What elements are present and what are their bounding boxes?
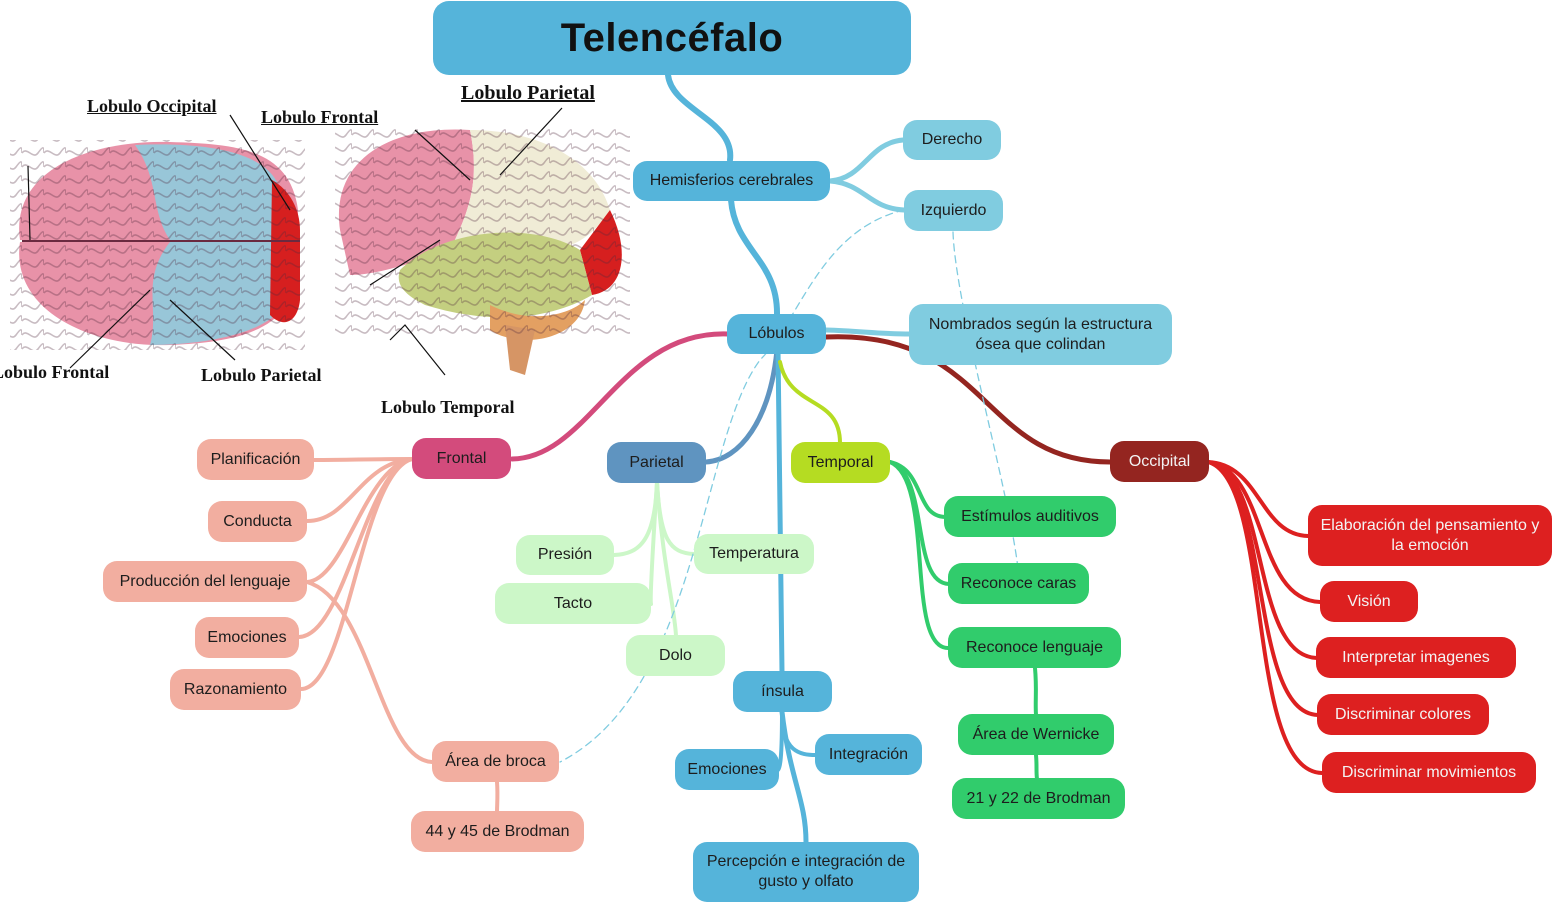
pointer-top-parietal xyxy=(169,299,236,361)
pointer-side-parietal xyxy=(499,107,563,176)
connector-frontal-lenguaje xyxy=(305,457,414,584)
node-emociones-insula[interactable]: Emociones xyxy=(675,749,779,790)
connector-parietal-dolo xyxy=(655,480,678,638)
connector-lobes-parietal xyxy=(703,347,780,465)
node-temperatura[interactable]: Temperatura xyxy=(694,534,814,574)
node-area-broca[interactable]: Área de broca xyxy=(432,741,559,782)
connector-wernicke-brodman xyxy=(1034,753,1039,781)
pointer-top-frontal-bottom xyxy=(69,289,151,369)
connector-occipital-movimientos xyxy=(1206,460,1324,775)
connector-frontal-razonamiento xyxy=(299,457,414,691)
node-lobes-note[interactable]: Nombrados según la estructura ósea que c… xyxy=(909,304,1172,365)
connector-temporal-lenguaje xyxy=(888,460,950,650)
node-produccion-lenguaje[interactable]: Producción del lenguaje xyxy=(103,561,307,602)
connector-lenguaje-wernicke xyxy=(1033,666,1038,717)
node-razonamiento[interactable]: Razonamiento xyxy=(170,669,301,710)
connector-hemispheres-lobes xyxy=(728,197,781,318)
node-occipital[interactable]: Occipital xyxy=(1110,441,1209,482)
relation-izquierdo-lenguaje xyxy=(952,231,1020,601)
brainstem xyxy=(505,325,535,375)
node-discriminar-colores[interactable]: Discriminar colores xyxy=(1317,694,1489,735)
connector-occipital-pensamiento xyxy=(1206,460,1310,538)
connector-lenguaje-broca xyxy=(305,580,434,764)
connector-frontal-conducta xyxy=(305,457,414,523)
node-tacto[interactable]: Tacto xyxy=(495,583,651,624)
pointer-side-temporal-b xyxy=(369,239,441,286)
node-area-wernicke[interactable]: Área de Wernicke xyxy=(958,714,1114,755)
brain-top-label-frontal-right: Lobulo Frontal xyxy=(261,107,379,127)
connector-title-hemispheres xyxy=(665,72,734,163)
node-izquierdo[interactable]: Izquierdo xyxy=(904,190,1003,231)
node-integracion[interactable]: Integración xyxy=(815,734,922,775)
node-emociones-frontal[interactable]: Emociones xyxy=(195,617,299,658)
node-derecho[interactable]: Derecho xyxy=(903,120,1001,160)
node-lobulos[interactable]: Lóbulos xyxy=(727,314,826,354)
node-dolo[interactable]: Dolo xyxy=(626,635,725,676)
node-interpretar-imagenes[interactable]: Interpretar imagenes xyxy=(1316,637,1516,678)
node-vision[interactable]: Visión xyxy=(1320,581,1418,622)
node-elaboracion-pensamiento[interactable]: Elaboración del pensamiento y la emoción xyxy=(1308,505,1552,566)
node-conducta[interactable]: Conducta xyxy=(208,501,307,542)
pointer-side-temporal xyxy=(389,324,446,376)
brain-top-view-illustration xyxy=(10,114,305,369)
node-insula[interactable]: ínsula xyxy=(733,671,832,712)
node-estimulos-auditivos[interactable]: Estímulos auditivos xyxy=(944,496,1116,537)
connector-lobes-frontal xyxy=(509,331,731,462)
node-discriminar-movimientos[interactable]: Discriminar movimientos xyxy=(1322,752,1536,793)
brain-side-label-parietal: Lobulo Parietal xyxy=(461,82,595,104)
node-percepcion-gusto-olfato[interactable]: Percepción e integración de gusto y olfa… xyxy=(693,842,919,902)
node-reconoce-caras[interactable]: Reconoce caras xyxy=(948,563,1089,604)
node-presion[interactable]: Presión xyxy=(516,535,614,575)
pointer-top-frontal-left xyxy=(27,165,31,241)
connector-lobes-insula xyxy=(775,347,785,675)
connector-lobes-note xyxy=(823,327,913,337)
node-reconoce-lenguaje[interactable]: Reconoce lenguaje xyxy=(948,627,1121,668)
brain-top-label-occipital: Lobulo Occipital xyxy=(87,96,217,116)
brain-side-label-temporal: Lobulo Temporal xyxy=(381,397,515,417)
connector-lobes-occipital xyxy=(823,334,1113,465)
connector-parietal-presion xyxy=(612,480,659,557)
pointer-side-frontal xyxy=(414,129,471,181)
connector-lobes-temporal xyxy=(778,360,842,445)
node-broca-brodman[interactable]: 44 y 45 de Brodman xyxy=(411,811,584,852)
brain-side-view-illustration xyxy=(335,107,630,376)
map-title[interactable]: Telencéfalo xyxy=(433,1,911,75)
connector-parietal-tacto xyxy=(648,480,659,606)
connector-insula-percepcion xyxy=(779,709,809,845)
connector-hemispheres-izquierdo xyxy=(827,178,907,213)
brain-top-label-frontal-bottom: Lobulo Frontal xyxy=(0,362,110,382)
connector-hemispheres-derecho xyxy=(827,137,906,184)
brain-top-label-parietal: Lobulo Parietal xyxy=(201,365,322,385)
node-wernicke-brodman[interactable]: 21 y 22 de Brodman xyxy=(952,778,1125,819)
pointer-top-occipital xyxy=(229,114,291,211)
node-frontal[interactable]: Frontal xyxy=(412,438,511,479)
node-temporal[interactable]: Temporal xyxy=(791,442,890,483)
connector-frontal-emociones xyxy=(297,457,414,639)
node-planificacion[interactable]: Planificación xyxy=(197,439,314,480)
node-hemispheres[interactable]: Hemisferios cerebrales xyxy=(633,161,830,201)
node-parietal[interactable]: Parietal xyxy=(607,442,706,483)
connector-occipital-colores xyxy=(1206,460,1320,717)
